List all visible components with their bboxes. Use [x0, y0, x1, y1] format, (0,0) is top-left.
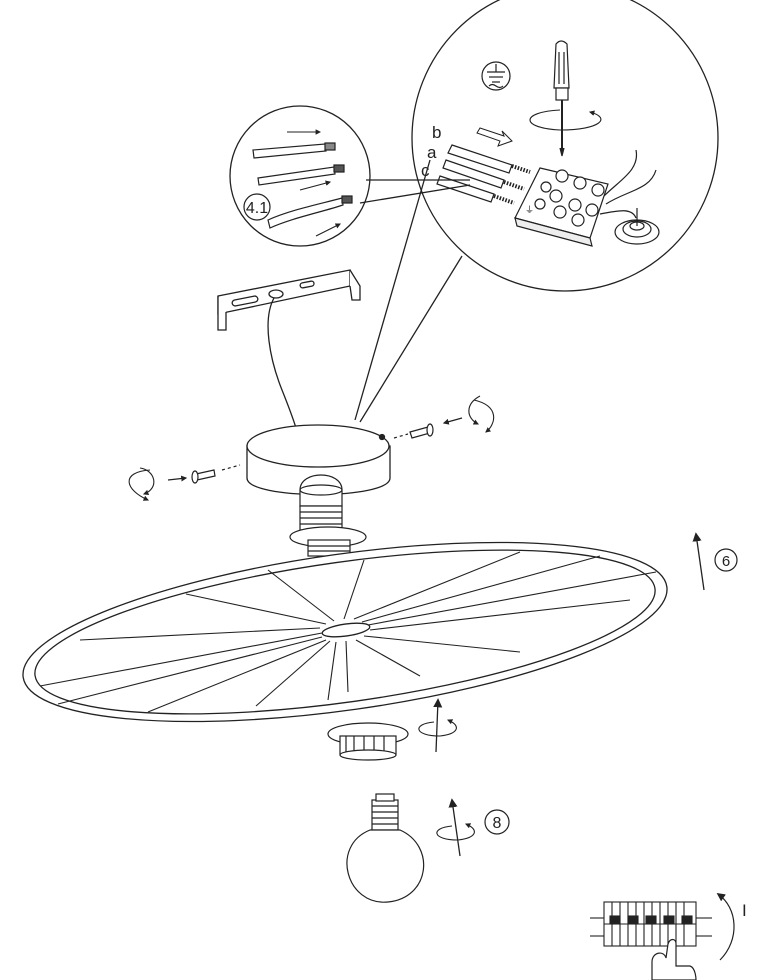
- step-41-badge: 4.1: [243, 193, 271, 221]
- terminal-block: ⏚: [514, 149, 660, 247]
- earth-symbol-icon: [481, 61, 511, 91]
- lamp-holder: [289, 474, 367, 557]
- wire-b: [447, 144, 531, 174]
- stripped-wires: [252, 142, 353, 229]
- step-8-badge: 8: [484, 809, 510, 835]
- wire-c: [436, 175, 515, 205]
- light-bulb: [346, 793, 425, 903]
- wire-label-c: c: [421, 161, 430, 180]
- rotation-arrow-icon: [128, 467, 155, 501]
- hand-icon: [651, 938, 697, 980]
- bulb-up-arrow: [448, 798, 461, 857]
- wire-label-b: b: [432, 123, 441, 142]
- rotation-arrow-icon: [529, 109, 602, 131]
- ceiling-canopy: [246, 424, 391, 496]
- screw-right: [393, 417, 463, 439]
- rotation-arrow-icon: [418, 719, 457, 737]
- wire-a: [442, 159, 525, 191]
- screwdriver-icon: [553, 40, 570, 157]
- locking-ring: [327, 722, 409, 761]
- callout-line: [354, 159, 431, 421]
- lamp-shade-disc: [22, 541, 668, 723]
- step-6-arrow: [692, 532, 705, 591]
- circuit-breaker-panel: [590, 901, 712, 947]
- wiring-detail-bubble: [354, 0, 719, 423]
- ring-up-arrow: [433, 698, 443, 753]
- step-41-label: 4.1: [246, 200, 268, 217]
- switch-direction-arrow: [716, 893, 735, 961]
- svg-text:⏚: ⏚: [525, 205, 534, 215]
- step-6-label: 6: [722, 553, 730, 570]
- step-6-badge: 6: [714, 548, 738, 572]
- wire-label-a: a: [427, 143, 437, 162]
- strip-direction-arrows: [287, 129, 341, 237]
- rotation-arrow-icon: [436, 823, 475, 841]
- switch-off-mark: I: [742, 901, 747, 920]
- callout-line: [359, 255, 463, 423]
- mounting-bracket: [217, 269, 361, 429]
- step-8-label: 8: [493, 815, 502, 832]
- screw-left: [167, 464, 241, 484]
- rotation-arrow-icon: [468, 395, 495, 433]
- insert-direction-arrow: [476, 127, 513, 147]
